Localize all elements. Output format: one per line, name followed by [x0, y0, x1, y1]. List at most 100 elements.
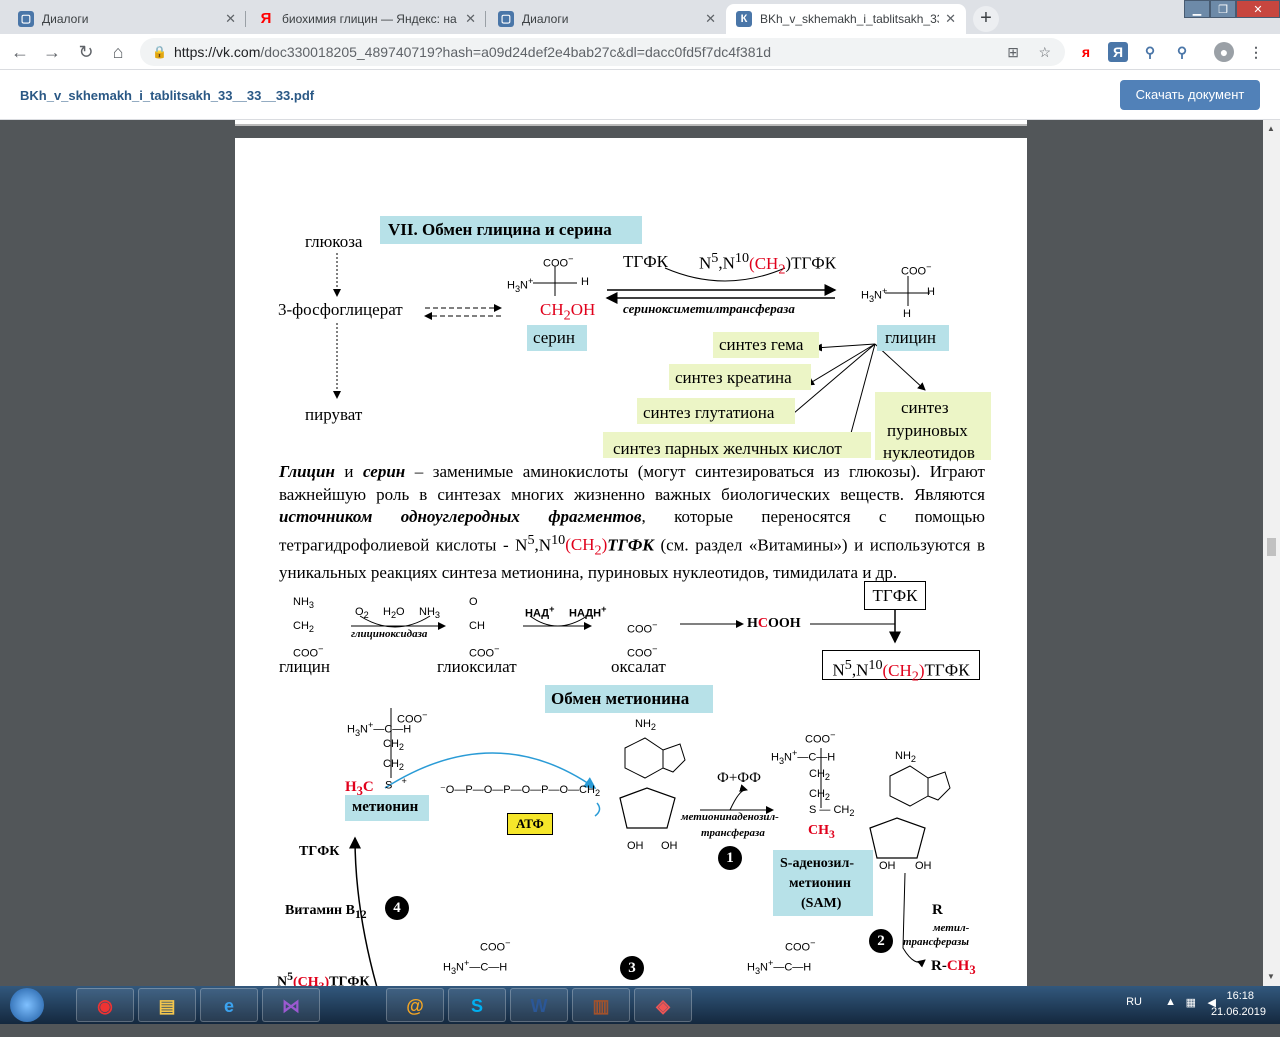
download-document-button[interactable]: Скачать документ	[1120, 80, 1260, 110]
oh-label: OH	[915, 860, 932, 872]
scroll-up-icon[interactable]: ▲	[1267, 124, 1275, 133]
skype-icon[interactable]: S	[448, 988, 506, 1022]
previous-page-edge	[235, 120, 1027, 126]
vk-icon: ▢	[498, 11, 514, 27]
ff-label: Ф+ФФ	[717, 770, 762, 786]
viewer-icon[interactable]: ◈	[634, 988, 692, 1022]
tab-dialogs-2[interactable]: ▢ Диалоги ✕	[488, 4, 726, 34]
scrollbar-thumb[interactable]	[1267, 538, 1276, 556]
close-window-button[interactable]: ✕	[1236, 0, 1280, 18]
home-icon[interactable]: ⌂	[112, 42, 124, 62]
ch2-label: CH	[293, 620, 309, 632]
language-indicator[interactable]: RU	[1126, 996, 1142, 1008]
pdf-viewer[interactable]: VII. Обмен глицина и серина глюкоза 3-фо…	[0, 120, 1280, 986]
enzyme-mat-2: трансфераза	[701, 827, 765, 839]
forward-icon[interactable]: →	[43, 42, 61, 62]
volume-icon[interactable]: ◀	[1207, 997, 1216, 1009]
para-and: и	[334, 462, 363, 481]
coo-label: COO	[543, 257, 569, 270]
tab-yandex-search[interactable]: Я биохимия глицин — Яндекс: на ✕	[248, 4, 486, 34]
toolbar: ← → ↻ ⌂ 🔒 https://vk.com/doc330018205_48…	[0, 34, 1280, 70]
coo-label: COO	[901, 265, 927, 278]
windows-taskbar: ◉ ▤ e ⋈ @ S W ▥ ◈ RU ▲ ▦ ◀ 16:18 21.06.2…	[0, 986, 1280, 1024]
tab-title: Диалоги	[42, 12, 89, 26]
star-icon[interactable]: ☆	[1038, 44, 1051, 60]
vs-icon[interactable]: ⋈	[262, 988, 320, 1022]
h2o-label: H	[383, 606, 391, 618]
minimize-button[interactable]: ▁	[1184, 0, 1210, 18]
address-bar[interactable]: 🔒 https://vk.com/doc330018205_489740719?…	[140, 38, 1065, 66]
glutathione-bg	[637, 398, 795, 424]
tgfk-left-label: ТГФК	[299, 844, 340, 859]
chrome-icon[interactable]: ◉	[76, 988, 134, 1022]
start-button[interactable]	[4, 986, 50, 1024]
winrar-icon[interactable]: ▥	[572, 988, 630, 1022]
methyltransferase-2: трансферазы	[903, 936, 969, 948]
methyltransferase-1: метил-	[933, 922, 970, 934]
ch-label: CH	[469, 620, 485, 632]
scroll-down-icon[interactable]: ▼	[1267, 972, 1275, 981]
para-serine: серин	[362, 462, 406, 481]
oh-label: OH	[627, 840, 644, 852]
scrollbar[interactable]: ▲ ▼	[1263, 120, 1280, 986]
tab-document[interactable]: К BKh_v_skhemakh_i_tablitsakh_33 ✕	[726, 4, 966, 34]
methylene-tgfk: N	[699, 253, 712, 273]
tab-dialogs-1[interactable]: ▢ Диалоги ✕	[8, 4, 246, 34]
description-paragraph: Глицин и серин – заменимые аминокислоты …	[279, 462, 985, 583]
explorer-icon[interactable]: ▤	[138, 988, 196, 1022]
close-icon[interactable]: ✕	[465, 11, 476, 26]
o-label: O	[469, 596, 478, 608]
coo-label: COO	[805, 733, 831, 746]
ch3-label: CH	[808, 823, 829, 838]
nh3-label: NH	[419, 606, 435, 618]
yandex-ext-icon[interactable]: я	[1081, 44, 1091, 60]
close-icon[interactable]: ✕	[705, 11, 716, 26]
n5n10-tgfk: N	[832, 660, 845, 680]
formic-c: C	[757, 616, 769, 631]
nh3-label: NH	[293, 596, 309, 608]
tray-arrow-icon[interactable]: ▲	[1165, 996, 1176, 1008]
network-icon[interactable]: ▦	[1185, 997, 1196, 1009]
ie-icon[interactable]: e	[200, 988, 258, 1022]
bile-bg	[603, 432, 871, 458]
synth-heme: синтез гема	[719, 335, 804, 354]
yandex-bookmark-icon[interactable]: Я	[1108, 42, 1128, 62]
new-tab-button[interactable]: +	[973, 6, 999, 32]
synth-purine-3: нуклеотидов	[883, 443, 975, 462]
pyruvate-label: пируват	[305, 405, 363, 424]
reload-icon[interactable]: ↻	[78, 42, 94, 62]
enzyme-shmt: сериноксиметилтрансфераза	[623, 301, 795, 316]
heme-bg	[713, 332, 819, 358]
para-text: – заменимые аминокислоты (могут синтезир…	[279, 462, 985, 504]
serine-label: серин	[533, 328, 575, 347]
serine-label-bg	[527, 325, 587, 351]
close-icon[interactable]: ✕	[225, 11, 236, 26]
document-filename: BKh_v_skhemakh_i_tablitsakh_33__33__33.p…	[20, 88, 315, 103]
glyoxylate-caption: глиоксилат	[437, 657, 517, 676]
coo-label: COO	[397, 713, 423, 726]
atp-burst: АТФ	[507, 813, 553, 835]
enzyme-mat-1: метионинаденозил-	[681, 811, 779, 823]
mail-icon[interactable]: @	[386, 988, 444, 1022]
nad-label: НАД	[525, 607, 550, 620]
clock-time[interactable]: 16:18	[1226, 990, 1254, 1002]
word-icon[interactable]: W	[510, 988, 568, 1022]
serine-ch2oh: CH	[540, 300, 564, 319]
maximize-button[interactable]: ❐	[1210, 0, 1236, 18]
methylene-tgfk-suffix: )ТГФК	[785, 253, 837, 273]
synth-bile-acids: синтез парных желчных кислот	[613, 439, 842, 458]
menu-icon[interactable]: ⋮	[1249, 44, 1263, 60]
close-icon[interactable]: ✕	[945, 11, 956, 26]
search-icon[interactable]: ⚲	[1144, 44, 1156, 60]
tab-title: BKh_v_skhemakh_i_tablitsakh_33	[760, 12, 940, 26]
avatar[interactable]: ●	[1214, 42, 1234, 62]
coo-label: COO	[627, 647, 653, 660]
back-icon[interactable]: ←	[11, 42, 29, 62]
search-ext-icon[interactable]: ⚲	[1176, 44, 1188, 60]
glycine-label-bg	[877, 325, 949, 351]
translate-icon[interactable]: ⊞	[1007, 44, 1019, 60]
ch2-label: CH	[383, 738, 399, 750]
purine-bg	[875, 392, 991, 460]
clock-date[interactable]: 21.06.2019	[1210, 1006, 1266, 1018]
r-label: R	[932, 902, 943, 918]
